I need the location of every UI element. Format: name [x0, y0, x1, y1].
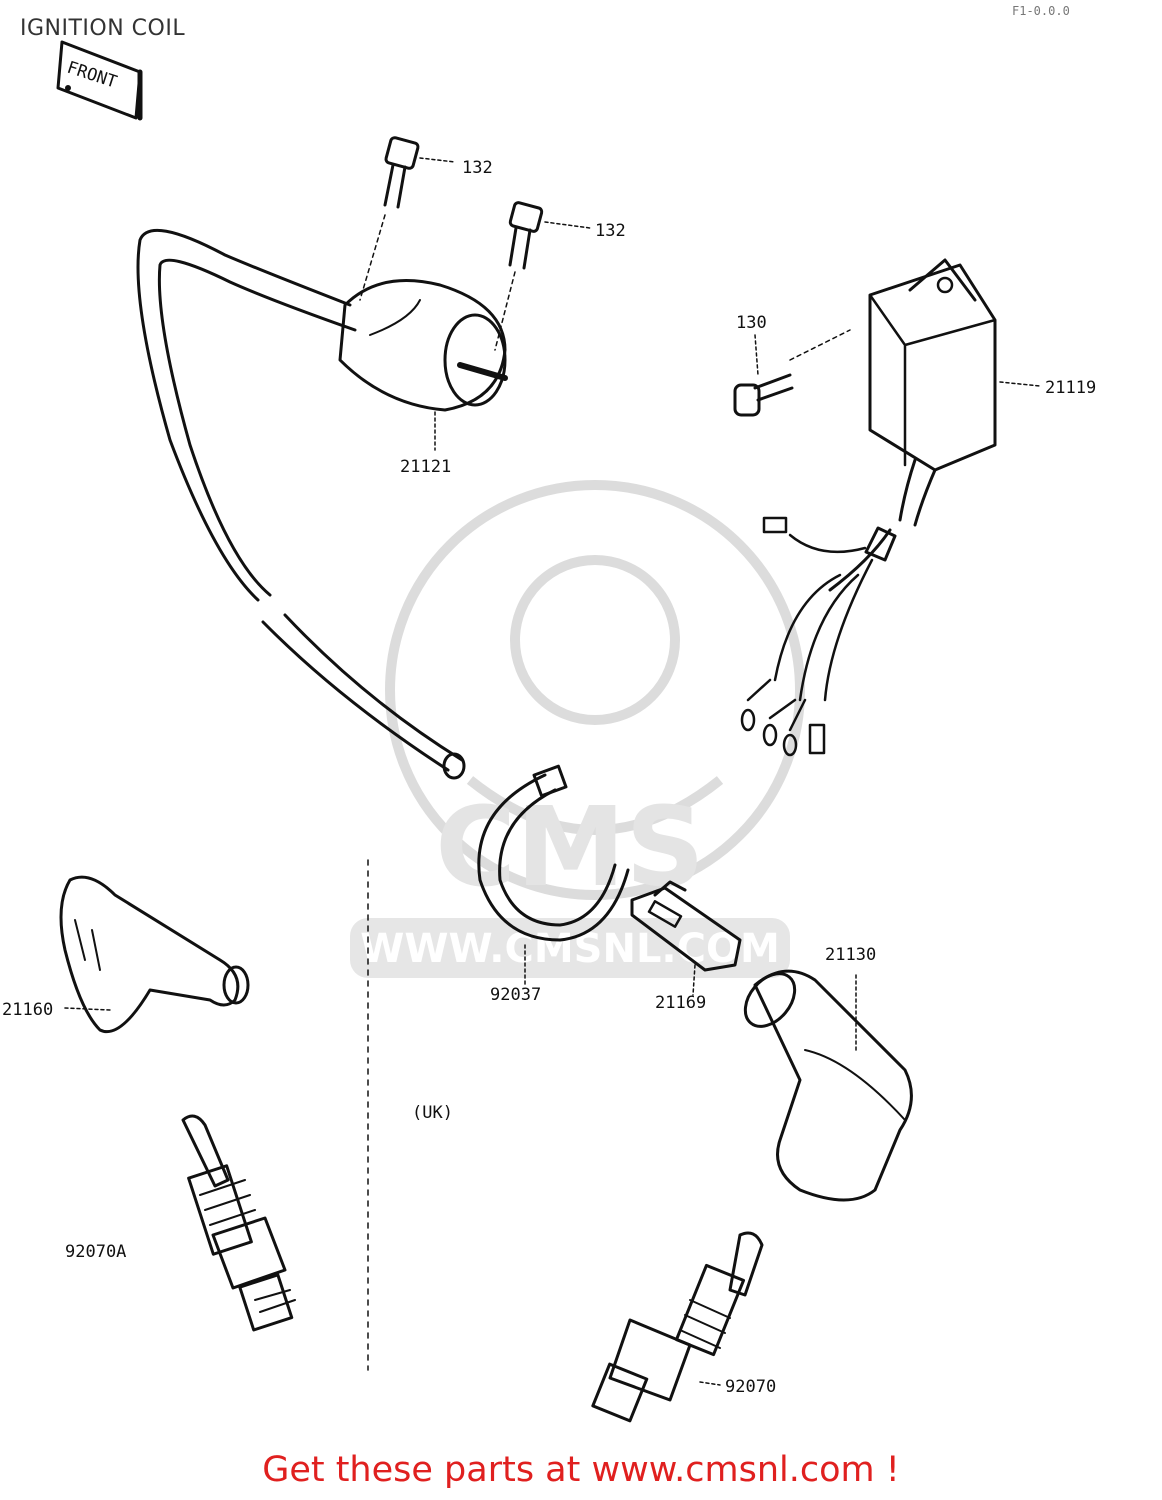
- plug-cap-right: [743, 969, 913, 1202]
- diagram-code: F1-0.0.0: [1012, 4, 1070, 18]
- watermark-url: WWW.CMSNL.COM: [360, 926, 780, 972]
- label-21169: 21169: [655, 993, 706, 1013]
- clamp: [630, 880, 742, 996]
- footer-link[interactable]: Get these parts at www.cmsnl.com !: [262, 1450, 900, 1490]
- label-92037: 92037: [490, 985, 541, 1005]
- label-21121: 21121: [400, 457, 451, 477]
- bolt-upper: [359, 136, 456, 301]
- label-92070A: 92070A: [65, 1242, 126, 1262]
- page-title: IGNITION COIL: [20, 16, 186, 41]
- label-21119: 21119: [1045, 378, 1096, 398]
- label-130: 130: [736, 313, 767, 333]
- spark-plug-right: [591, 1231, 764, 1423]
- front-marker: FRONT: [56, 40, 143, 121]
- label-21130: 21130: [825, 945, 876, 965]
- front-marker-label: FRONT: [64, 58, 119, 93]
- label-132-lower: 132: [595, 221, 626, 241]
- ht-lead: [136, 228, 466, 780]
- label-132-upper: 132: [462, 158, 493, 178]
- igniter-unit: [740, 258, 1041, 757]
- band: [477, 764, 630, 986]
- label-uk: (UK): [412, 1103, 453, 1123]
- screw: [733, 329, 851, 417]
- bolt-lower: [494, 201, 591, 351]
- plug-cap-left: [59, 875, 250, 1033]
- label-21160: 21160: [2, 1000, 53, 1020]
- spark-plug-left: [181, 1114, 296, 1332]
- label-92070: 92070: [725, 1377, 776, 1397]
- watermark-brand: CMS: [435, 783, 704, 911]
- ignition-coil: [338, 279, 508, 451]
